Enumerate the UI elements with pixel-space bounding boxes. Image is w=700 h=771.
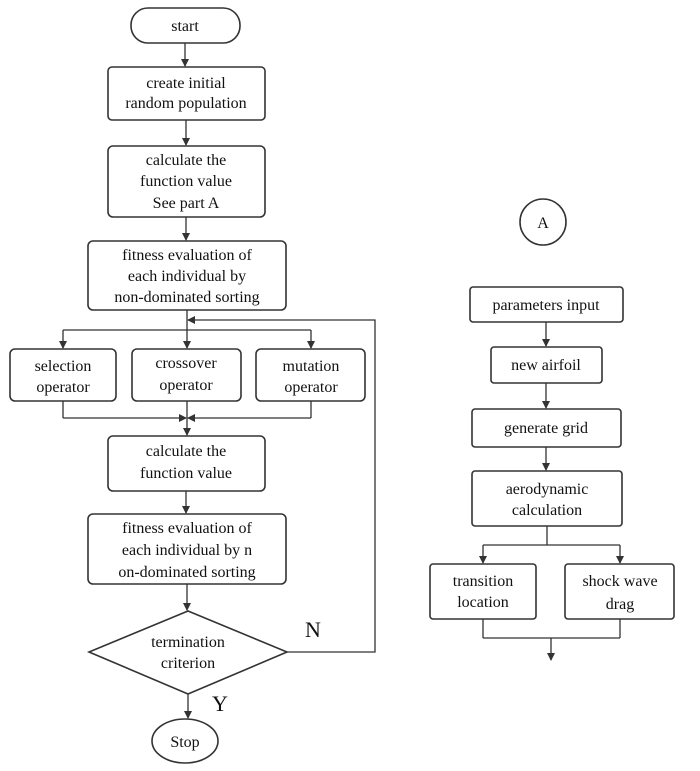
- selection-line1: selection: [35, 358, 92, 375]
- aerodynamic-line1: aerodynamic: [506, 481, 589, 498]
- mutation-line1: mutation: [283, 358, 340, 375]
- create-population-line2: random population: [125, 95, 246, 112]
- calc-value-2-line1: calculate the: [146, 443, 226, 460]
- new-airfoil-label: new airfoil: [511, 357, 581, 374]
- main-flow-edges: [59, 43, 376, 719]
- edge-loop-back: [187, 316, 376, 653]
- aerodynamic-line2: calculation: [512, 502, 582, 519]
- calculate-value-box-2: calculate the function value: [107, 435, 266, 492]
- calc-value-2-line2: function value: [140, 465, 232, 482]
- fitness-1-line1: fitness evaluation of: [122, 247, 252, 264]
- mutation-operator-box: mutation operator: [255, 348, 366, 402]
- transition-line2: location: [457, 594, 509, 611]
- calc-value-1-line2: function value: [140, 173, 232, 190]
- start-node: start: [130, 7, 241, 44]
- fitness-evaluation-box-2: fitness evaluation of each individual by…: [87, 513, 287, 585]
- create-population-box: create initial random population: [107, 66, 266, 121]
- fitness-2-line2: each individual by n: [122, 542, 252, 559]
- calculate-value-box-1: calculate the function value See part A: [107, 145, 266, 218]
- new-airfoil-box: new airfoil: [490, 346, 603, 384]
- termination-line2: criterion: [161, 655, 215, 672]
- parameters-input-label: parameters input: [492, 297, 600, 314]
- create-population-line1: create initial: [146, 75, 226, 92]
- calc-value-1-line1: calculate the: [146, 152, 226, 169]
- parameters-input-box: parameters input: [469, 286, 624, 323]
- fitness-evaluation-box-1: fitness evaluation of each individual by…: [87, 240, 287, 311]
- fitness-2-line1: fitness evaluation of: [122, 520, 252, 537]
- start-label: start: [171, 18, 199, 35]
- shock-wave-line2: drag: [606, 596, 634, 613]
- fitness-2-line3: on-dominated sorting: [118, 564, 255, 581]
- aerodynamic-calculation-box: aerodynamic calculation: [471, 470, 623, 527]
- termination-diamond: termination criterion: [86, 610, 290, 695]
- transition-location-box: transition location: [429, 563, 537, 620]
- generate-grid-label: generate grid: [504, 420, 588, 437]
- mutation-line2: operator: [284, 379, 338, 396]
- part-a-edges: [479, 322, 624, 661]
- termination-line1: termination: [151, 634, 225, 651]
- selection-line2: operator: [36, 379, 90, 396]
- no-label: N: [305, 617, 321, 642]
- selection-operator-box: selection operator: [9, 348, 117, 402]
- generate-grid-box: generate grid: [471, 408, 622, 448]
- part-a-connector-label: A: [537, 215, 549, 232]
- shock-wave-drag-box: shock wave drag: [564, 563, 675, 620]
- fitness-1-line3: non-dominated sorting: [114, 289, 259, 306]
- shock-wave-line1: shock wave: [582, 573, 657, 590]
- part-a-connector: A: [519, 198, 567, 246]
- stop-node: Stop: [151, 718, 219, 764]
- crossover-line2: operator: [159, 377, 213, 394]
- crossover-line1: crossover: [155, 355, 217, 372]
- calc-value-1-line3: See part A: [153, 195, 220, 212]
- transition-line1: transition: [453, 573, 513, 590]
- crossover-operator-box: crossover operator: [131, 348, 242, 402]
- fitness-1-line2: each individual by: [128, 268, 246, 285]
- stop-label: Stop: [170, 734, 199, 751]
- yes-label: Y: [212, 691, 228, 716]
